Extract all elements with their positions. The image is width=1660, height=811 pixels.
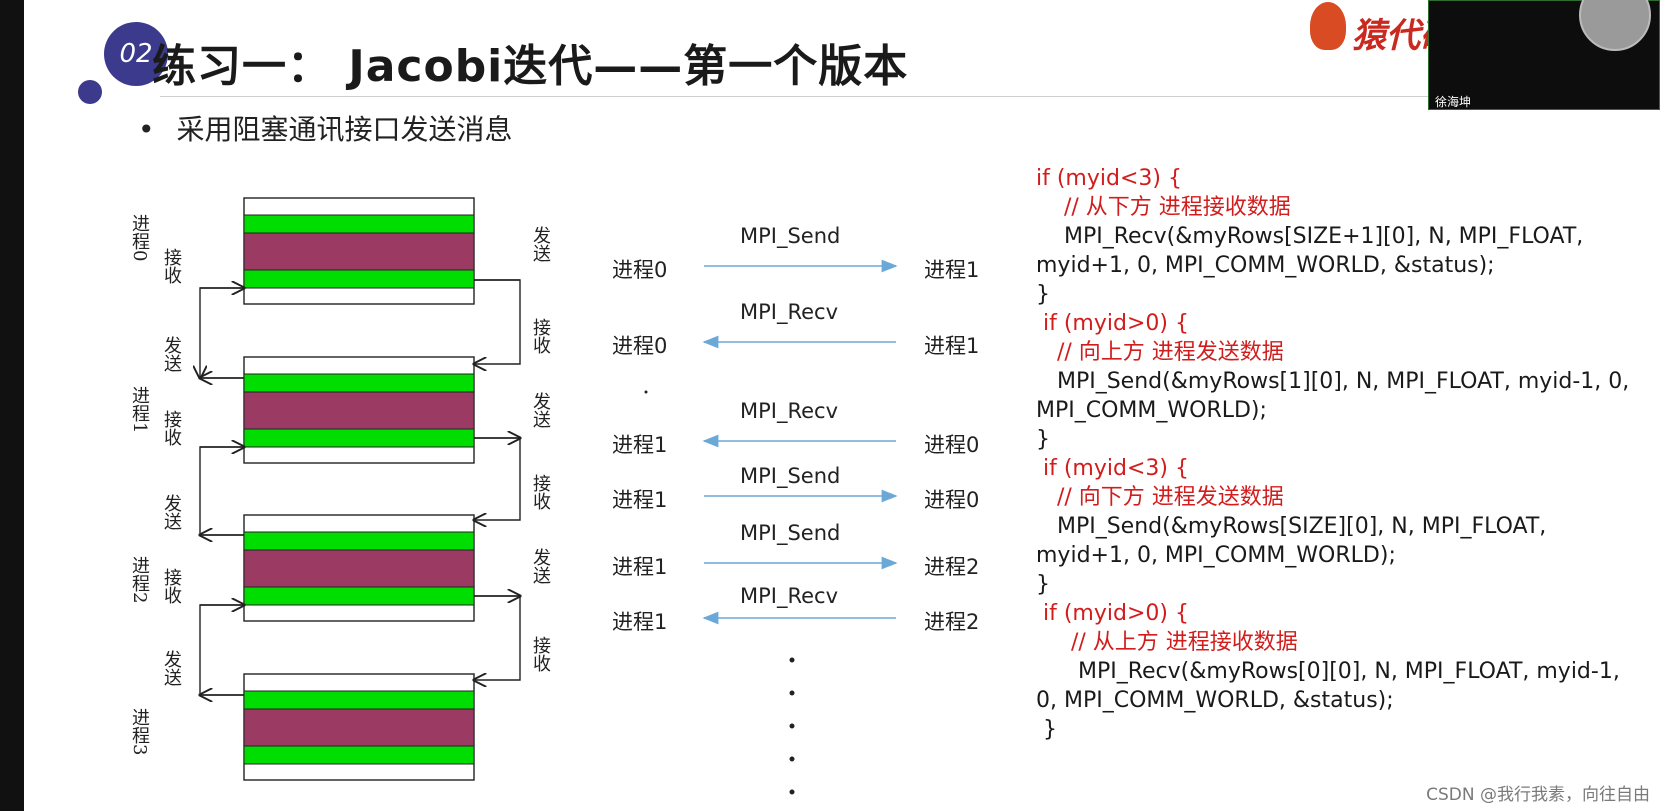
message-arrows bbox=[702, 259, 898, 625]
bullet-text: 采用阻塞通讯接口发送消息 bbox=[176, 113, 513, 146]
code-close-1: } bbox=[1036, 427, 1050, 452]
process-label-0: 进程0 bbox=[129, 214, 150, 262]
message-to-5: 进程2 bbox=[924, 610, 980, 634]
message-to-1: 进程1 bbox=[924, 334, 980, 358]
message-to-2: 进程0 bbox=[924, 433, 980, 457]
code-cond-3: if (myid>0) { bbox=[1043, 601, 1189, 626]
message-from-2: 进程1 bbox=[612, 433, 668, 457]
code-close-2: } bbox=[1036, 572, 1050, 597]
bullet-item: • 采用阻塞通讯接口发送消息 bbox=[138, 108, 513, 148]
message-op-2: MPI_Recv bbox=[740, 399, 839, 423]
webcam-overlay[interactable]: 徐海坤 bbox=[1428, 0, 1660, 110]
recv-label-right-2: 接收 bbox=[530, 474, 551, 510]
process-block-3 bbox=[243, 673, 475, 781]
send-label-left-1: 发送 bbox=[161, 336, 182, 372]
code-call1-1: MPI_Send(&myRows[1][0], N, MPI_FLOAT, my… bbox=[1056, 369, 1630, 394]
left-black-bar bbox=[0, 0, 24, 811]
message-op-1: MPI_Recv bbox=[740, 300, 839, 324]
recv-label-right-3: 接收 bbox=[530, 636, 551, 672]
decor-dot bbox=[78, 80, 102, 104]
message-from-3: 进程1 bbox=[612, 488, 668, 512]
recv-label-1: 接收 bbox=[161, 410, 182, 446]
message-from-4: 进程1 bbox=[612, 555, 668, 579]
csdn-watermark: CSDN @我行我素，向往自由 bbox=[1426, 785, 1650, 805]
send-label-right-2: 发送 bbox=[530, 548, 551, 584]
right-connectors bbox=[474, 279, 520, 680]
send-label-right-0: 发送 bbox=[530, 226, 551, 262]
code-listing: if (myid<3) { // 从下方 进程接收数据 MPI_Recv(&my… bbox=[1036, 164, 1629, 744]
code-cond-1: if (myid>0) { bbox=[1043, 311, 1189, 336]
continuation-dots bbox=[644, 390, 795, 795]
code-call1-2: MPI_Send(&myRows[SIZE][0], N, MPI_FLOAT, bbox=[1056, 514, 1547, 539]
code-call2-0: myid+1, 0, MPI_COMM_WORLD, &status); bbox=[1036, 253, 1495, 278]
code-comment-3: // 从上方 进程接收数据 bbox=[1070, 630, 1298, 655]
presenter-name: 徐海坤 bbox=[1435, 95, 1472, 109]
message-op-0: MPI_Send bbox=[740, 224, 841, 248]
message-from-5: 进程1 bbox=[612, 610, 668, 634]
recv-label-2: 接收 bbox=[161, 568, 182, 604]
process-label-2: 进程2 bbox=[129, 556, 150, 604]
message-to-3: 进程0 bbox=[924, 488, 980, 512]
message-from-0: 进程0 bbox=[612, 258, 668, 282]
badge-number: 02 bbox=[119, 39, 153, 69]
code-close-3: } bbox=[1043, 717, 1057, 742]
code-close-0: } bbox=[1036, 282, 1050, 307]
process-label-3: 进程3 bbox=[129, 708, 150, 756]
slide-title: 练习一： Jacobi迭代——第一个版本 bbox=[152, 41, 909, 92]
message-op-5: MPI_Recv bbox=[740, 584, 839, 608]
message-op-4: MPI_Send bbox=[740, 521, 841, 545]
logo-mark-icon bbox=[1310, 2, 1346, 50]
code-call2-3: 0, MPI_COMM_WORLD, &status); bbox=[1036, 688, 1394, 713]
code-comment-1: // 向上方 进程发送数据 bbox=[1056, 340, 1284, 365]
presenter-avatar bbox=[1579, 0, 1651, 51]
code-call1-3: MPI_Recv(&myRows[0][0], N, MPI_FLOAT, my… bbox=[1077, 659, 1620, 684]
send-label-left-3: 发送 bbox=[161, 650, 182, 686]
process-block-1 bbox=[243, 356, 475, 464]
process-block-0 bbox=[243, 197, 475, 305]
title-divider bbox=[160, 96, 1450, 97]
code-cond-0: if (myid<3) { bbox=[1036, 166, 1182, 191]
message-op-3: MPI_Send bbox=[740, 464, 841, 488]
code-call2-2: myid+1, 0, MPI_COMM_WORLD); bbox=[1036, 543, 1396, 568]
bullet-dot-icon: • bbox=[138, 113, 155, 146]
message-from-1: 进程0 bbox=[612, 334, 668, 358]
code-cond-2: if (myid<3) { bbox=[1043, 456, 1189, 481]
left-connectors bbox=[200, 288, 244, 695]
code-call2-1: MPI_COMM_WORLD); bbox=[1036, 398, 1267, 423]
recv-label-right-1: 接收 bbox=[530, 318, 551, 354]
code-comment-0: // 从下方 进程接收数据 bbox=[1063, 195, 1291, 220]
recv-label-0: 接收 bbox=[161, 248, 182, 284]
message-to-0: 进程1 bbox=[924, 258, 980, 282]
process-label-1: 进程1 bbox=[129, 386, 150, 434]
send-label-left-2: 发送 bbox=[161, 494, 182, 530]
process-block-2 bbox=[243, 514, 475, 622]
send-label-right-1: 发送 bbox=[530, 392, 551, 428]
code-comment-2: // 向下方 进程发送数据 bbox=[1056, 485, 1284, 510]
section-badge: 02 bbox=[104, 22, 168, 86]
code-call1-0: MPI_Recv(&myRows[SIZE+1][0], N, MPI_FLOA… bbox=[1063, 224, 1584, 249]
message-to-4: 进程2 bbox=[924, 555, 980, 579]
